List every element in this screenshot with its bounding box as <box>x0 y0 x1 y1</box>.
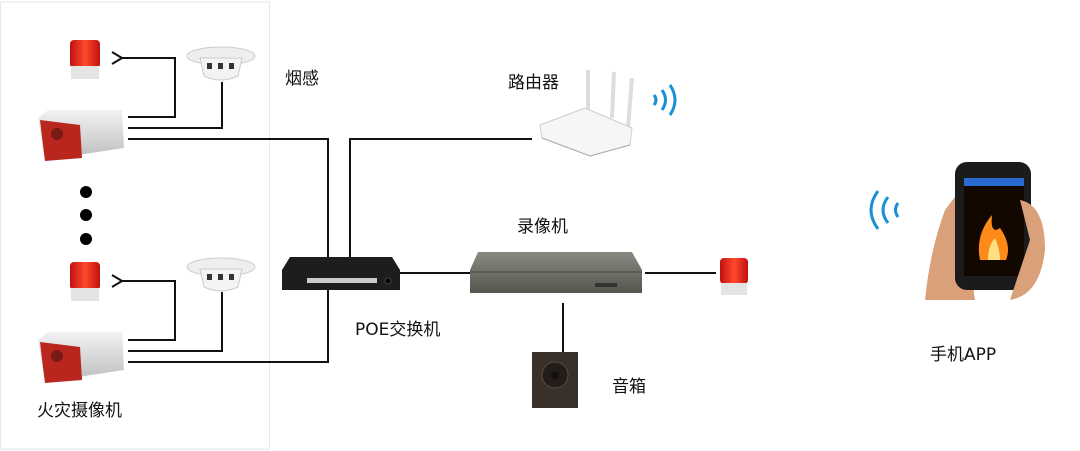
label-speaker: 音箱 <box>612 377 646 397</box>
more-cameras-ellipsis <box>80 186 92 245</box>
camera-group-panel <box>0 1 270 450</box>
wire-camera2-alarm <box>122 281 176 341</box>
nvr-icon <box>470 252 642 293</box>
label-router: 路由器 <box>508 73 559 93</box>
label-phone-app: 手机APP <box>930 345 997 365</box>
alarm-light-icon <box>720 258 748 295</box>
label-nvr: 录像机 <box>517 217 568 237</box>
wire-camera1-alarm <box>122 58 176 118</box>
alarm-light-icon <box>70 40 100 79</box>
wires <box>122 58 716 363</box>
wire-camera2-switch <box>128 290 329 363</box>
wifi-signal-icon <box>869 190 900 230</box>
wire-camera1-smoke <box>128 82 223 129</box>
wire-camera1-switch <box>128 138 329 258</box>
label-smoke-detector: 烟感 <box>285 69 319 89</box>
speaker-icon <box>532 352 578 408</box>
label-fire-camera: 火灾摄像机 <box>37 401 122 421</box>
fire-camera-icon <box>38 110 124 161</box>
router-icon <box>539 70 634 157</box>
alarm-light-icon <box>70 262 100 301</box>
wire-switch-router <box>349 138 532 258</box>
label-poe-switch: POE交换机 <box>355 320 441 340</box>
wifi-signal-icon <box>652 84 677 116</box>
phone-app-icon <box>925 162 1045 300</box>
smoke-detector-icon <box>186 257 256 292</box>
smoke-detector-icon <box>186 46 256 81</box>
wire-camera2-smoke <box>128 292 223 352</box>
poe-switch-icon <box>282 257 400 290</box>
fire-camera-icon <box>38 332 124 383</box>
